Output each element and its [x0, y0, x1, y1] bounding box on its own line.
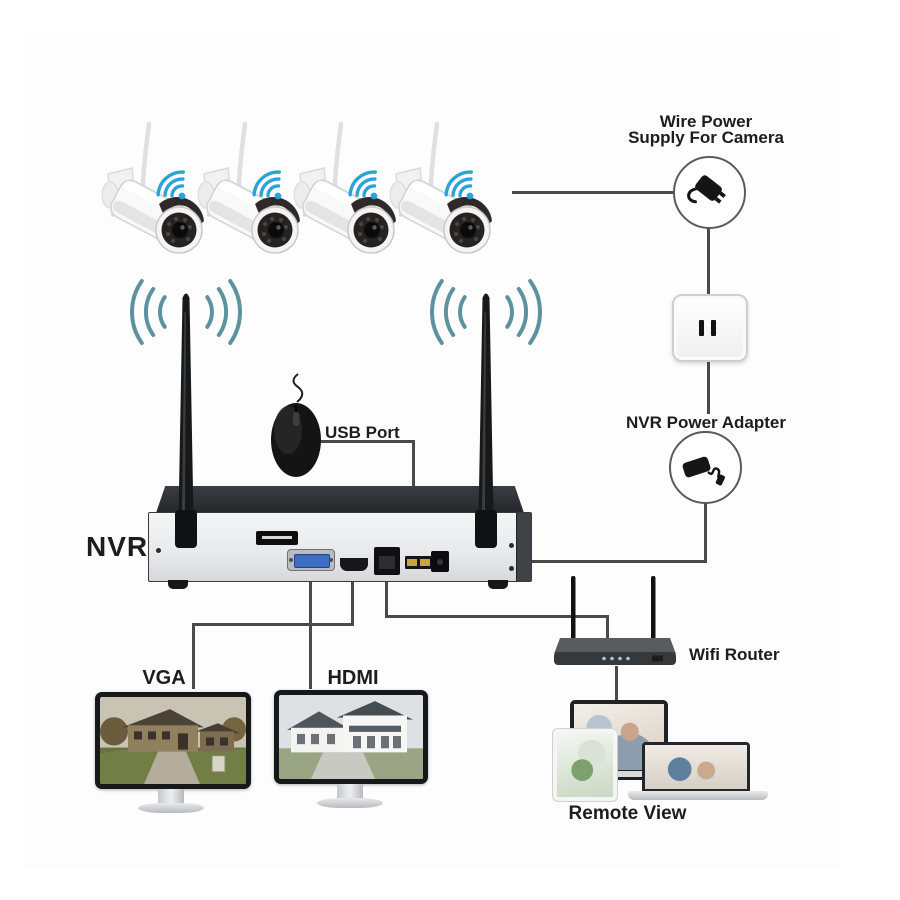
adapter-to-nvr-line	[449, 560, 707, 563]
power-adapter-brick-icon	[682, 456, 725, 486]
wireless-camera	[290, 112, 405, 267]
ethernet-line-v1	[385, 574, 388, 618]
hdmi-monitor-stand	[337, 784, 363, 800]
wall-outlet-icon	[672, 294, 748, 362]
outlet-slot	[711, 320, 716, 336]
nvr-power-adapter-label: NVR Power Adapter	[626, 413, 786, 432]
nvr-label-plate	[256, 531, 298, 545]
camera-lens	[155, 206, 203, 254]
wifi-signal-fan-icon	[444, 170, 474, 200]
ethernet-port	[374, 547, 400, 575]
camera-antenna	[428, 121, 440, 187]
screw	[509, 543, 514, 548]
camera-power-label-line1: Wire Power	[659, 112, 753, 131]
power-adapter-plug-icon	[687, 175, 726, 204]
cameras-to-power-line	[512, 191, 675, 194]
power-jack	[431, 551, 449, 572]
router-leds	[602, 656, 630, 661]
vga-monitor	[95, 692, 251, 789]
nvr-antenna-right	[430, 279, 542, 548]
camera-hood	[159, 196, 204, 229]
nvr-power-adapter-circle	[669, 431, 742, 504]
cameras-row	[0, 0, 900, 300]
remote-view-label: Remote View	[568, 803, 687, 824]
camera-power-supply-circle	[673, 156, 746, 229]
wifi-signal-fan-icon	[156, 170, 186, 200]
remote-view-laptop-base	[628, 791, 768, 800]
router-antenna	[651, 576, 656, 642]
mouse-icon	[271, 373, 321, 477]
power-to-outlet-line	[707, 228, 710, 296]
nvr-label: NVR	[86, 531, 149, 562]
nvr-rear-panel	[148, 512, 532, 582]
vga-port-monitor-line	[309, 570, 312, 689]
remote-view-tablet-screen	[557, 733, 613, 797]
hdmi-port-line-v1	[351, 570, 354, 626]
hdmi-monitor-base	[317, 798, 383, 808]
vga-screw	[289, 558, 293, 562]
camera-antenna	[332, 121, 344, 187]
vga-screw	[329, 558, 333, 562]
router-antenna	[571, 576, 576, 642]
camera-hood	[447, 196, 492, 229]
nvr-top-panel	[156, 486, 524, 513]
remote-view-tablet	[552, 728, 618, 802]
outlet-slot	[699, 320, 704, 336]
vga-label: VGA	[142, 667, 186, 689]
wifi-router-label: Wifi Router	[689, 645, 780, 664]
hdmi-label: HDMI	[327, 667, 379, 689]
hdmi-port-line-v2	[192, 623, 195, 689]
hdmi-port	[340, 558, 368, 571]
ethernet-line-v2	[606, 615, 609, 644]
remote-view-laptop	[628, 742, 768, 804]
mouse-to-usb-line-h	[312, 440, 415, 443]
vga-monitor-base	[138, 803, 204, 813]
wireless-camera	[98, 112, 213, 267]
camera-lens	[251, 206, 299, 254]
hdmi-port-line-h	[192, 623, 354, 626]
wireless-camera	[386, 112, 501, 267]
remote-view-monitor-chin	[574, 771, 664, 777]
vga-connector	[294, 554, 330, 568]
nvr-foot	[488, 580, 508, 589]
router-to-remote-line	[615, 666, 618, 710]
screw	[156, 548, 161, 553]
adapter-down-line	[704, 503, 707, 562]
nvr-side-panel	[516, 513, 531, 581]
camera-power-supply-label: Wire Power Supply For Camera	[596, 112, 816, 147]
wifi-router	[554, 576, 676, 665]
camera-hood	[351, 196, 396, 229]
camera-hood	[255, 196, 300, 229]
vga-port	[287, 549, 335, 571]
vga-monitor-stand	[158, 789, 184, 805]
wifi-waves-icon	[430, 279, 542, 345]
remote-view-laptop-screen	[642, 742, 750, 792]
usb-port-label: USB Port	[325, 423, 400, 442]
camera-antenna	[236, 121, 248, 187]
usb-ports	[405, 556, 432, 569]
wifi-signal-fan-icon	[348, 170, 378, 200]
ethernet-line-h	[385, 615, 609, 618]
camera-antenna	[140, 121, 152, 187]
nvr-foot	[168, 580, 188, 589]
wifi-waves-icon	[130, 279, 242, 345]
hdmi-monitor	[274, 690, 428, 784]
screw	[509, 566, 514, 571]
hdmi-monitor-screen	[279, 695, 423, 779]
vga-monitor-screen	[100, 697, 246, 784]
camera-lens	[443, 206, 491, 254]
wifi-signal-fan-icon	[252, 170, 282, 200]
camera-lens	[347, 206, 395, 254]
nvr-antenna-left	[130, 279, 242, 548]
wireless-camera	[194, 112, 309, 267]
outlet-to-adapter-line	[707, 360, 710, 414]
camera-power-label-line2: Supply For Camera	[628, 128, 784, 147]
